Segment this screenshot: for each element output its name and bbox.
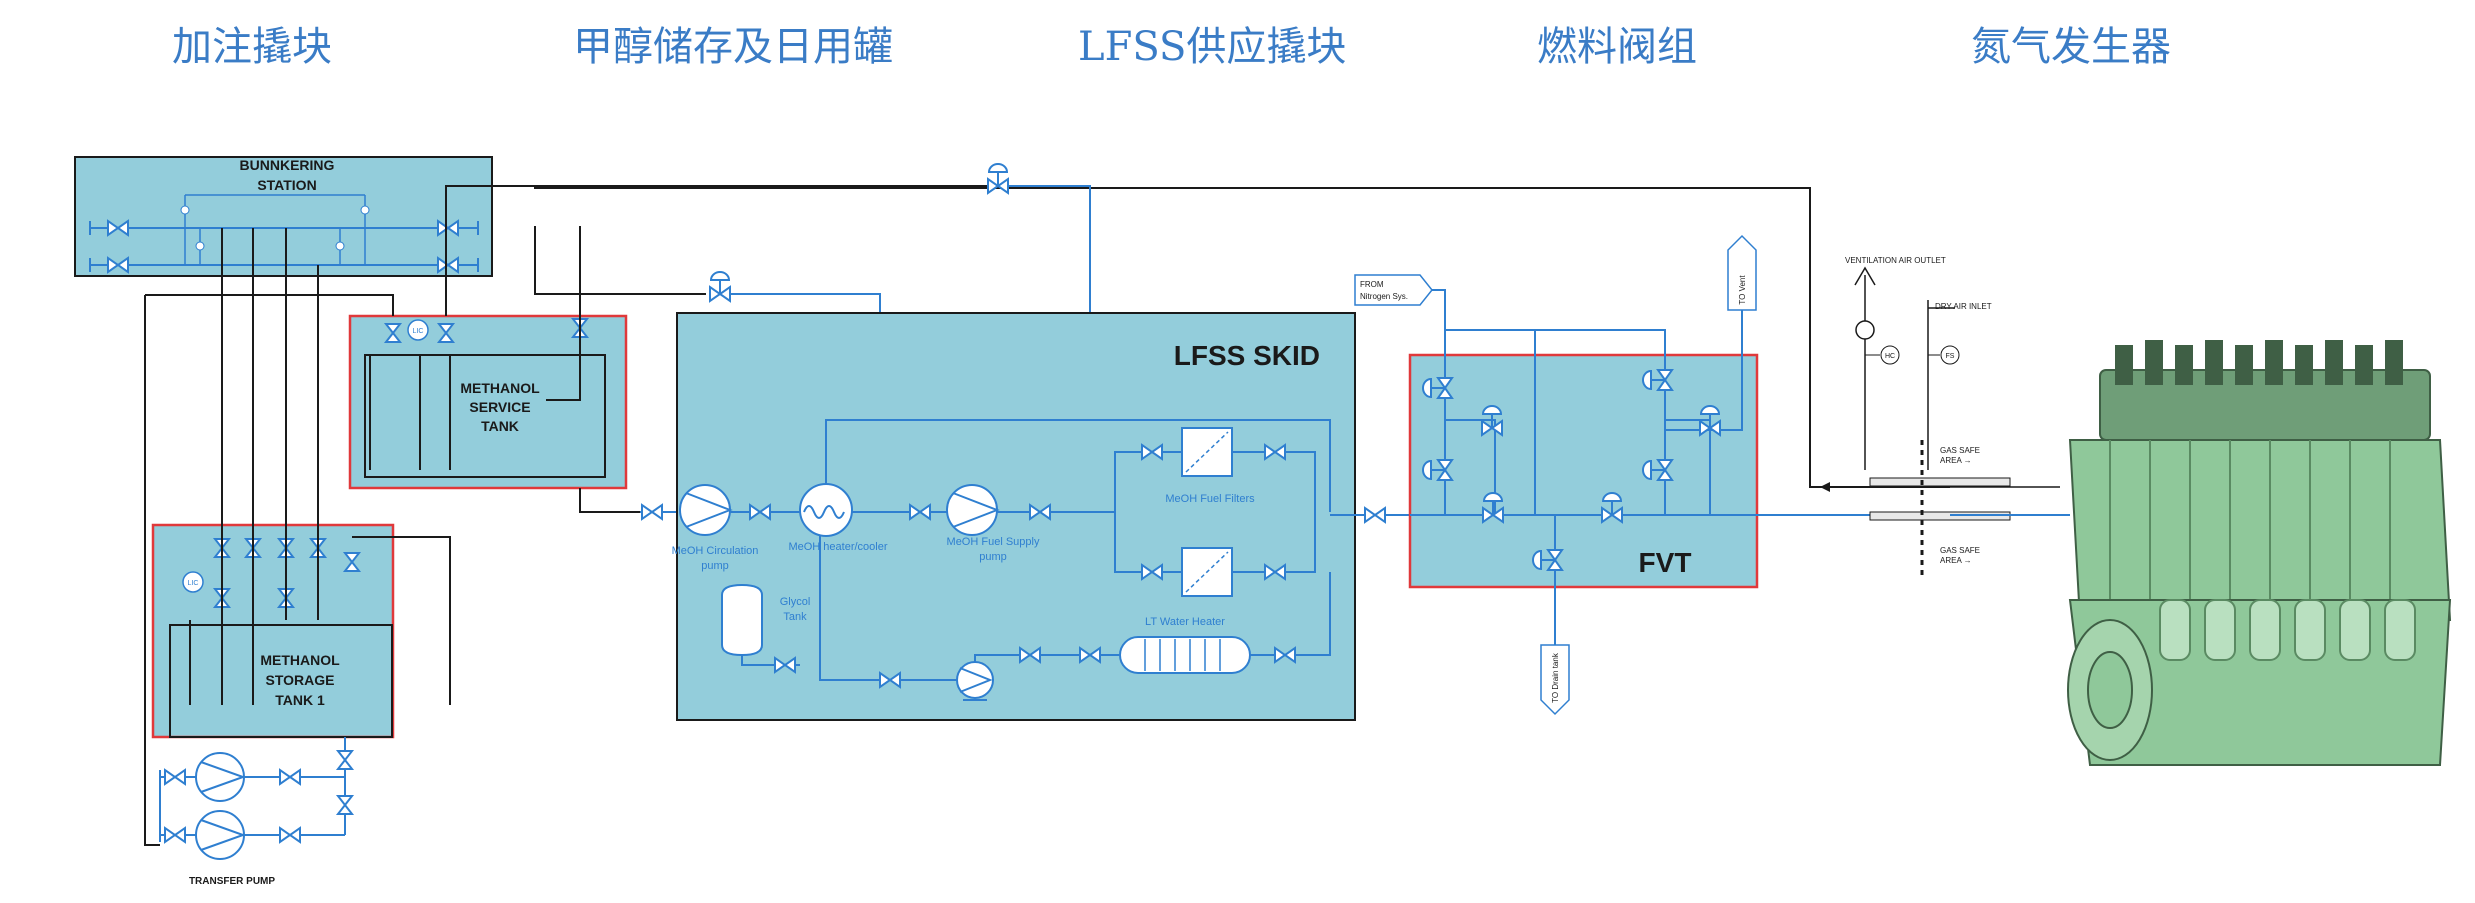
service-tank-label-2: SERVICE	[469, 399, 530, 415]
transfer-pump-1-icon	[195, 752, 245, 802]
fvt-title: FVT	[1639, 547, 1692, 578]
header-nitrogen-generator: 氮气发生器	[1971, 24, 2171, 70]
header-lfss-skid: LFSS供应撬块	[1078, 24, 1347, 70]
bunkering-station: BUNNKERING STATION	[74, 156, 493, 277]
header-bunkering-skid: 加注撬块	[172, 24, 332, 70]
storage-tank-lic-label: LIC	[188, 580, 199, 587]
hc-sensor-icon	[1880, 345, 1900, 365]
service-to-lfss-pipe	[579, 488, 680, 520]
heater-cooler-label: MeOH heater/cooler	[788, 541, 887, 553]
lt-water-heater-icon	[1119, 636, 1251, 674]
fuel-supply-pump-label-1: MeOH Fuel Supply	[947, 536, 1040, 548]
gas-safe-bottom-label-2: AREA →	[1940, 556, 1972, 565]
service-tank-label-1: METHANOL	[460, 380, 540, 396]
service-tank-level-indicator	[407, 319, 429, 341]
methanol-storage-tank: METHANOL STORAGE TANK 1 LIC	[151, 523, 395, 739]
lfss-to-fvt-pipe	[1330, 507, 1420, 523]
storage-tank-level-indicator	[182, 571, 204, 593]
glycol-tank-label-2: Tank	[783, 611, 807, 623]
fuel-filters-label: MeOH Fuel Filters	[1165, 493, 1255, 505]
from-nitrogen-tag	[1354, 274, 1433, 306]
vent-air-outlet-label: VENTILATION AIR OUTLET	[1845, 256, 1946, 265]
to-vent-label: TO Vent	[1738, 275, 1747, 305]
to-drain-tag	[1540, 644, 1570, 716]
return-control-valve	[709, 271, 731, 302]
transfer-pump-label: TRANSFER PUMP	[189, 876, 275, 887]
dry-air-inlet-label: DRY AIR INLET	[1935, 302, 1992, 311]
methanol-service-tank: METHANOL SERVICE TANK LIC	[348, 314, 628, 490]
gas-safe-bottom-label-1: GAS SAFE	[1940, 546, 1980, 555]
to-vent-tag	[1727, 234, 1757, 311]
lfss-skid: LFSS SKID MeOH Circulation pump MeOH hea…	[672, 312, 1356, 721]
from-nitrogen-label-2: Nitrogen Sys.	[1360, 292, 1408, 301]
fs-sensor-icon	[1940, 345, 1960, 365]
bunkering-station-label-1: BUNNKERING	[240, 157, 335, 173]
engine-connection: VENTILATION AIR OUTLET DRY AIR INLET HC …	[1820, 256, 2070, 578]
bunkering-station-label-2: STATION	[257, 177, 316, 193]
circulation-pump-label-2: pump	[701, 560, 729, 572]
fuel-supply-pump-label-2: pump	[979, 551, 1007, 563]
header-fuel-valve-train: 燃料阀组	[1537, 24, 1697, 70]
circulation-pump-label-1: MeOH Circulation	[672, 545, 759, 557]
service-tank-label-3: TANK	[481, 418, 519, 434]
hc-sensor-label: HC	[1885, 353, 1895, 360]
glycol-tank-icon	[721, 583, 763, 657]
gas-safe-top-label-2: AREA →	[1940, 456, 1972, 465]
header-methanol-tanks: 甲醇储存及日用罐	[573, 24, 893, 70]
fan-icon	[1855, 320, 1875, 340]
from-nitrogen-label-1: FROM	[1360, 280, 1384, 289]
fs-sensor-label: FS	[1946, 353, 1955, 360]
lfss-skid-title: LFSS SKID	[1174, 340, 1320, 371]
gas-safe-top-label-1: GAS SAFE	[1940, 446, 1980, 455]
transfer-pump-2-icon	[195, 810, 245, 860]
service-tank-lic-label: LIC	[413, 328, 424, 335]
to-drain-label: TO Drain tank	[1551, 652, 1560, 703]
transfer-pumps: TRANSFER PUMP	[159, 737, 353, 887]
fuel-supply-pump-icon	[946, 484, 998, 536]
fuel-valve-train: FVT FROM Nitrogen Sys. TO Vent TO Drain …	[1354, 234, 1950, 716]
circulation-pump-icon	[679, 484, 731, 536]
glycol-tank-label-1: Glycol	[780, 596, 811, 608]
storage-tank-label-1: METHANOL	[260, 652, 340, 668]
lt-water-heater-label: LT Water Heater	[1145, 616, 1225, 628]
storage-tank-label-2: STORAGE	[266, 672, 335, 688]
storage-tank-label-3: TANK 1	[275, 692, 325, 708]
bunkering-to-storage-pipes	[144, 185, 1950, 846]
engine-illustration	[2067, 340, 2452, 766]
